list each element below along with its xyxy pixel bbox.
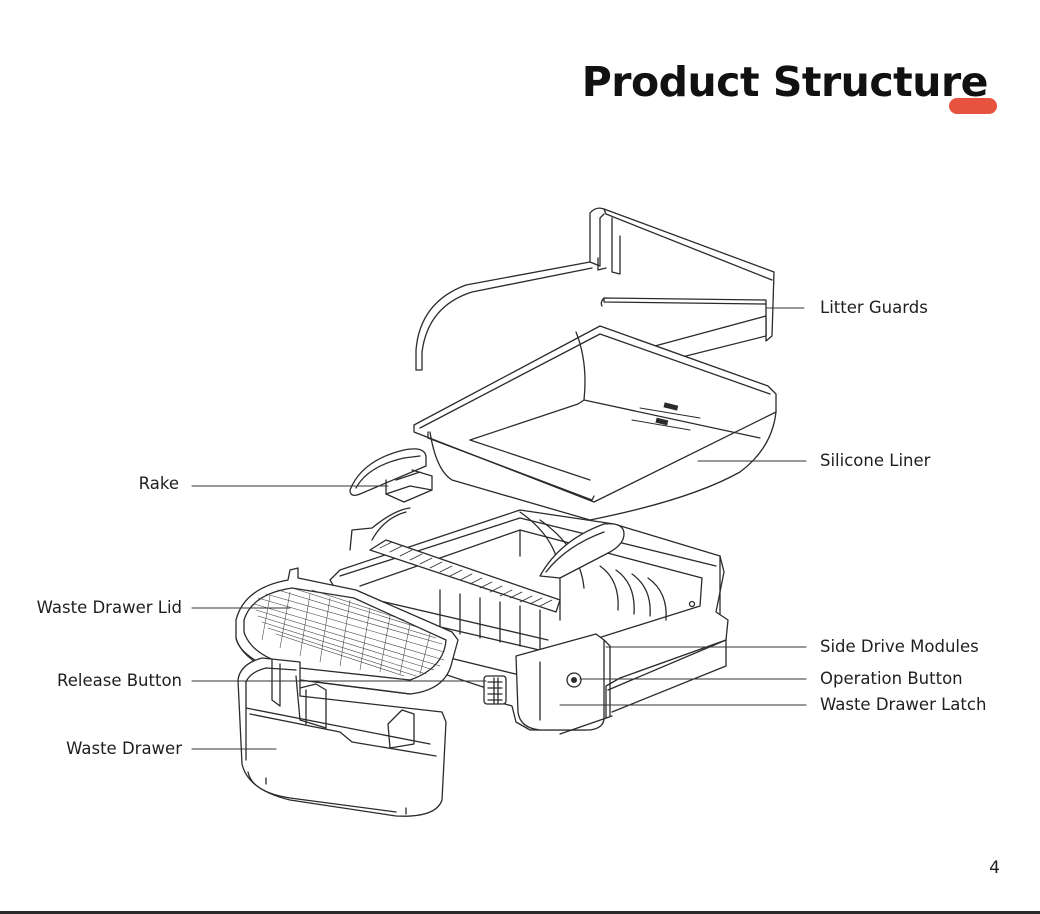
label-operation-button: Operation Button (820, 669, 963, 689)
label-waste-drawer: Waste Drawer (66, 739, 182, 759)
label-rake: Rake (139, 474, 179, 494)
label-litter-guards: Litter Guards (820, 298, 928, 318)
rake-part (350, 449, 432, 502)
label-waste-drawer-lid: Waste Drawer Lid (37, 598, 182, 618)
page-number: 4 (989, 858, 1000, 878)
label-release-button: Release Button (57, 671, 182, 691)
label-side-drive-modules: Side Drive Modules (820, 637, 979, 657)
label-silicone-liner: Silicone Liner (820, 451, 930, 471)
label-waste-drawer-latch: Waste Drawer Latch (820, 695, 986, 715)
